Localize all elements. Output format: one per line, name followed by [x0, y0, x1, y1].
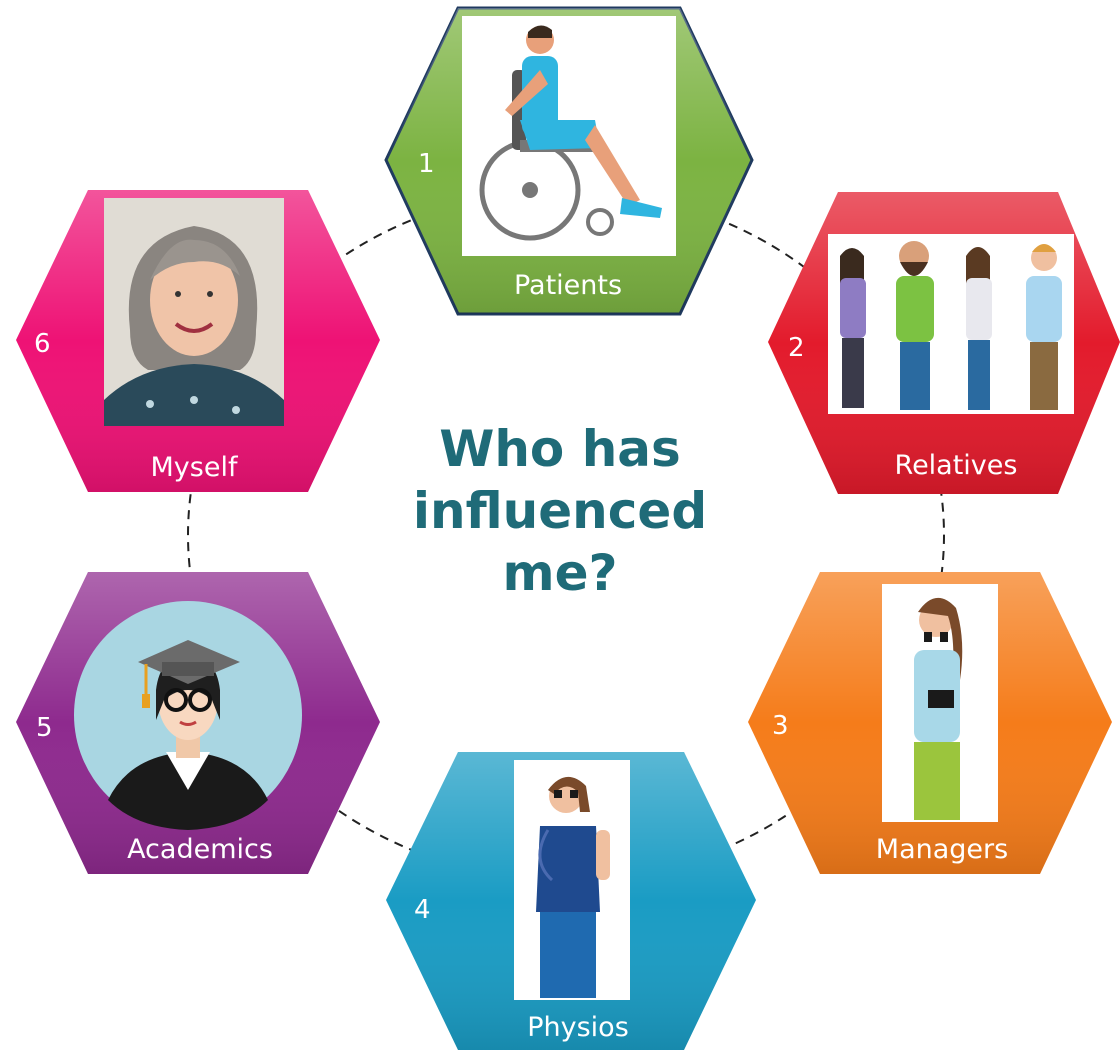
node-number-1: 1: [418, 149, 435, 179]
hexagon-patients[interactable]: 1 Patients: [384, 6, 754, 316]
node-number-4: 4: [414, 895, 431, 925]
node-label-physios: Physios: [527, 1012, 629, 1043]
node-label-patients: Patients: [514, 270, 622, 301]
graduate-avatar-icon: [74, 601, 302, 830]
node-number-6: 6: [34, 329, 51, 359]
node-label-academics: Academics: [127, 834, 273, 865]
hexagon-managers[interactable]: 3 Managers: [748, 572, 1112, 874]
diagram-title: Who has influenced me?: [380, 418, 740, 604]
title-line-2: influenced: [412, 482, 708, 540]
node-label-managers: Managers: [876, 834, 1008, 865]
hexagon-academics[interactable]: 5 Academics: [16, 572, 380, 874]
family-group-icon: [840, 241, 1062, 410]
manager-clipboard-icon: [914, 597, 963, 820]
wheelchair-user-icon: [479, 25, 662, 241]
node-label-relatives: Relatives: [895, 450, 1018, 481]
portrait-photo-icon: [104, 226, 284, 426]
physio-nurse-icon: [536, 776, 610, 998]
title-line-1: Who has: [439, 420, 681, 478]
node-number-5: 5: [36, 713, 53, 743]
node-label-myself: Myself: [151, 452, 239, 483]
node-number-2: 2: [788, 333, 805, 363]
title-line-3: me?: [502, 544, 618, 602]
hexagon-myself[interactable]: 6 Myself: [16, 190, 380, 492]
node-number-3: 3: [772, 711, 789, 741]
hexagon-relatives[interactable]: 2 Relatives: [768, 192, 1120, 494]
hexagon-physios[interactable]: 4 Physios: [386, 752, 756, 1050]
